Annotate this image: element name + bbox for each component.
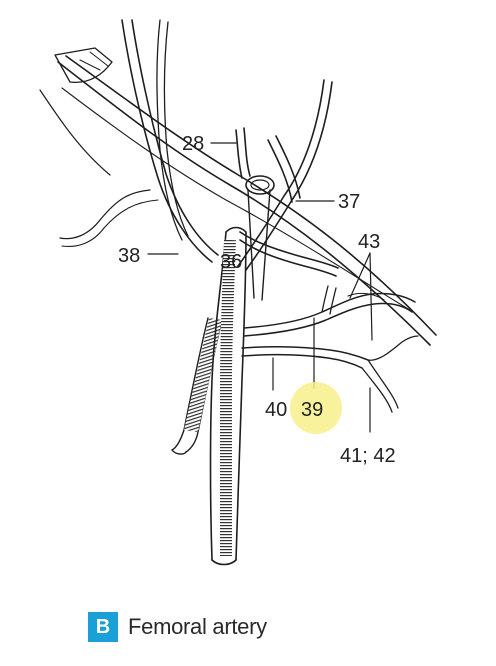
superficial-vessels xyxy=(39,19,251,263)
figure-caption: B Femoral artery xyxy=(88,610,267,644)
label-41-42: 41; 42 xyxy=(340,445,396,467)
label-40: 40 xyxy=(265,399,287,421)
label-28: 28 xyxy=(182,133,204,155)
label-39: 39 xyxy=(301,399,323,421)
caption-text: Femoral artery xyxy=(128,614,267,639)
label-37: 37 xyxy=(338,191,360,213)
figure-badge: B xyxy=(88,612,118,642)
inguinal-ligament xyxy=(54,47,437,346)
great-saphenous-vein xyxy=(171,317,223,455)
label-36: 36 xyxy=(220,251,242,273)
leader-lines xyxy=(147,142,373,433)
label-43: 43 xyxy=(358,231,380,253)
femoral-artery xyxy=(209,226,247,566)
deep-branches xyxy=(241,285,419,413)
femoral-vein xyxy=(245,175,275,301)
label-38: 38 xyxy=(118,245,140,267)
highlight-39 xyxy=(290,382,342,434)
vessel-37 xyxy=(237,79,339,277)
